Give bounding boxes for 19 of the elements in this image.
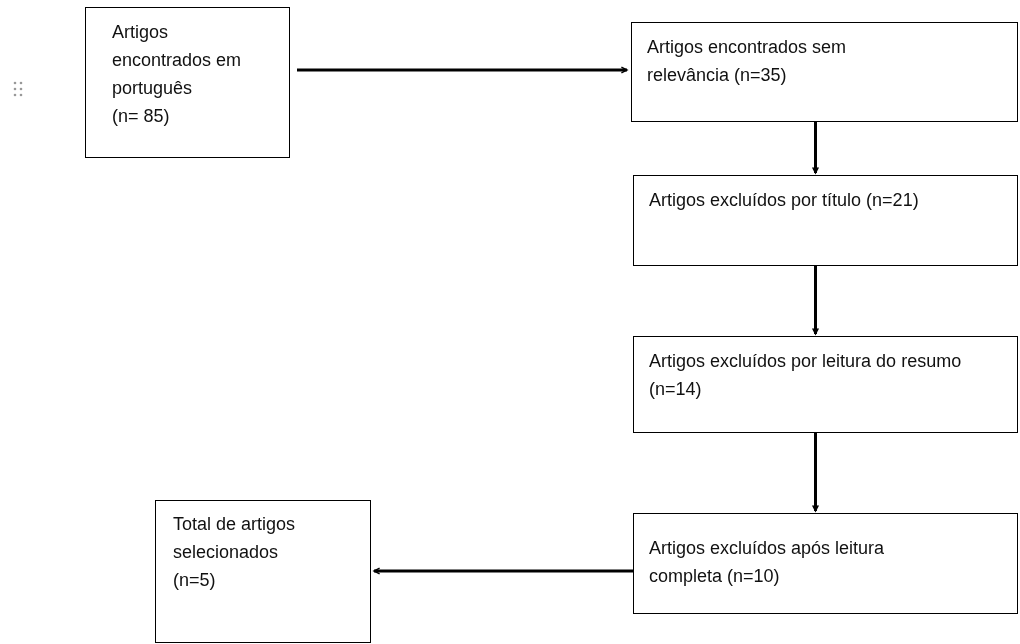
box-text: Artigos excluídos após leitura completa (n=10): [649, 537, 886, 588]
process-box: [633, 336, 1018, 433]
box-text: (n=5): [173, 569, 217, 592]
box-text: Artigos excluídos por leitura do resumo (n=14): [649, 350, 963, 401]
arrow: [812, 266, 819, 335]
arrow: [297, 66, 628, 74]
box-text: Artigos encontrados sem relevância (n=35): [647, 36, 848, 87]
process-box: [633, 513, 1018, 614]
process-box: [155, 500, 371, 643]
arrow: [812, 433, 819, 512]
box-text: Total de artigos selecionados: [173, 513, 297, 564]
box-text: Artigos encontrados em português: [112, 21, 243, 100]
process-box: [631, 22, 1018, 122]
box-text: (n= 85): [112, 105, 171, 128]
process-box: [85, 7, 290, 158]
arrow: [373, 567, 633, 575]
box-text: Artigos excluídos por título (n=21): [649, 189, 920, 212]
process-box: [633, 175, 1018, 266]
arrow: [812, 122, 819, 174]
